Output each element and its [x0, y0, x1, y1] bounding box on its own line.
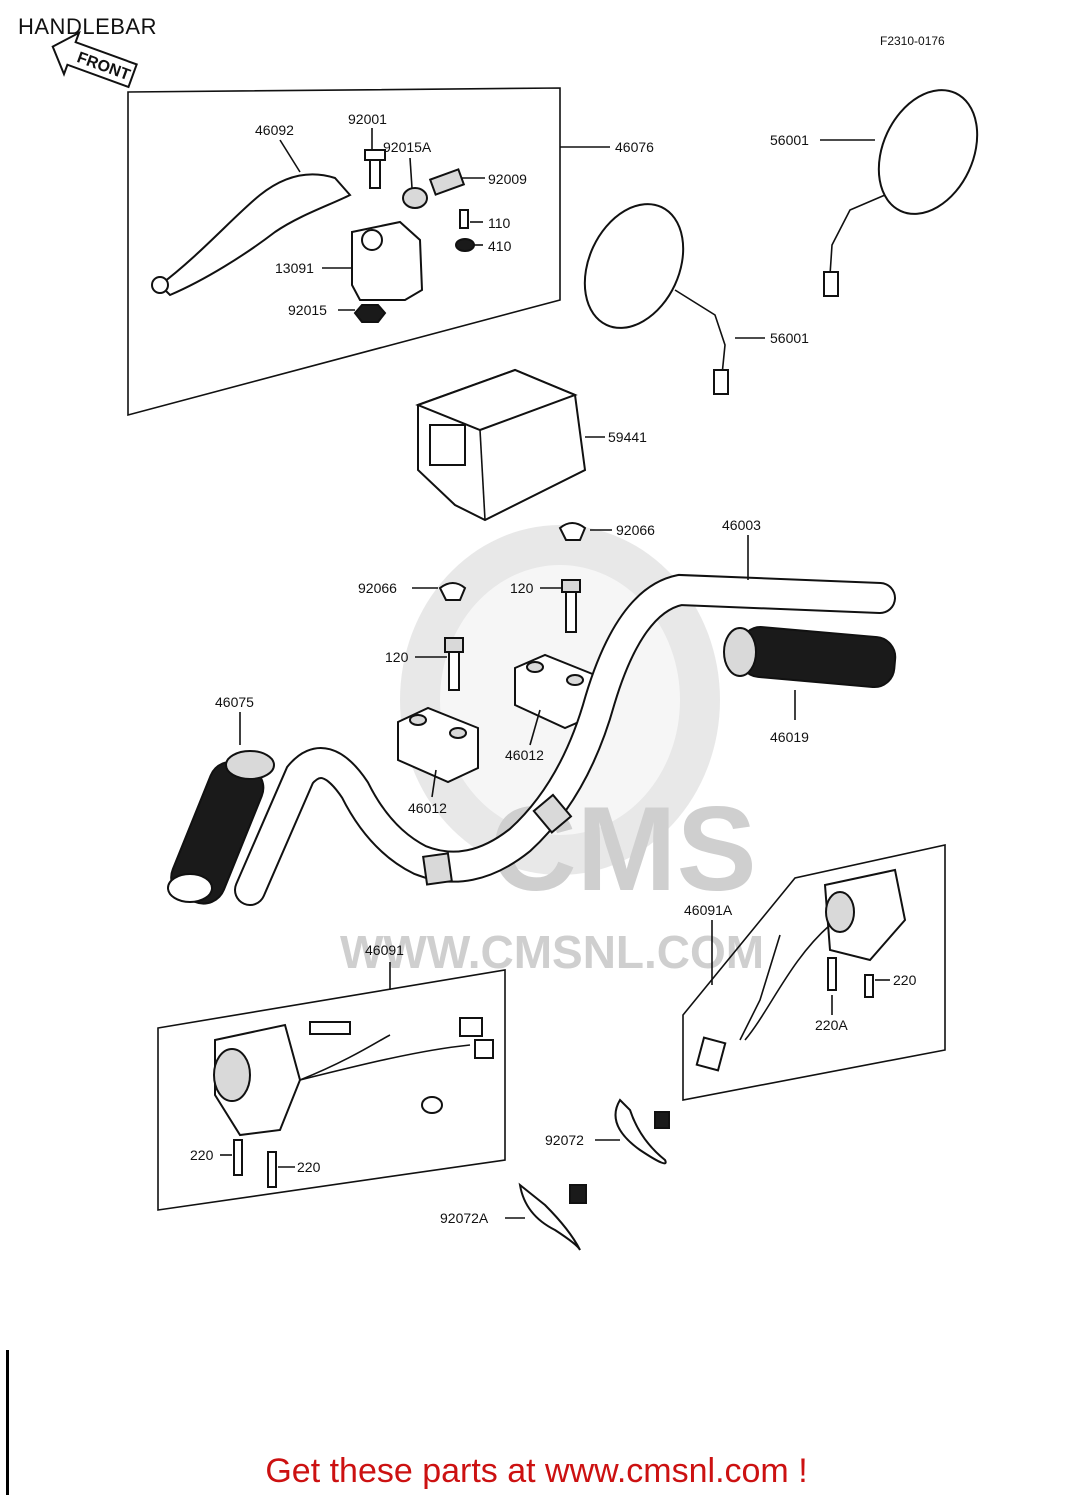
- part-label-220-left-b: 220: [297, 1159, 321, 1175]
- cap-92066-b-icon: [438, 582, 467, 601]
- left-switch-46091-icon: [213, 1017, 494, 1137]
- leader-46012-b: [431, 769, 437, 798]
- screw-220A-icon: [827, 957, 837, 991]
- bolt-120-b-icon: [448, 649, 460, 691]
- part-label-46091: 46091: [365, 942, 404, 958]
- right-switch-group-panel: [682, 844, 946, 1101]
- clamp-46012-lower-icon: [397, 706, 479, 784]
- mirror-left-icon: [583, 203, 729, 395]
- diagram-canvas: CMS WWW.CMSNL.COM FRONT: [51, 30, 979, 1251]
- drawing-code: F2310-0176: [880, 34, 945, 48]
- part-label-46092: 46092: [255, 122, 294, 138]
- leader-lines-upper: [279, 128, 610, 311]
- part-labels: 46092 92001 92015A 92009 46076 110 410 1…: [190, 111, 917, 1226]
- part-label-92009: 92009: [488, 171, 527, 187]
- clamp-46012-upper-icon: [514, 653, 596, 730]
- part-label-220-left-a: 220: [190, 1147, 214, 1163]
- part-label-46076: 46076: [615, 139, 654, 155]
- nut-92015-icon: [353, 304, 387, 323]
- washer-92015A-icon: [402, 187, 428, 209]
- part-label-410: 410: [488, 238, 512, 254]
- adjuster-92009-icon: [428, 168, 466, 196]
- lever-group-panel: [127, 87, 561, 417]
- cable-band-92072A-icon: [518, 1182, 581, 1251]
- part-label-120-a: 120: [510, 580, 534, 596]
- part-label-46091A: 46091A: [684, 902, 733, 918]
- cable-band-92072-icon: [614, 1098, 667, 1165]
- part-label-92066-b: 92066: [358, 580, 397, 596]
- handlebar-cover-59441-icon: [415, 368, 587, 522]
- grip-46019-icon: [723, 626, 897, 689]
- knurl-right-icon: [532, 793, 573, 834]
- part-label-120-b: 120: [385, 649, 409, 665]
- part-label-46075: 46075: [215, 694, 254, 710]
- part-label-46012-b: 46012: [408, 800, 447, 816]
- bolt-head-120-a-icon: [561, 579, 581, 593]
- part-label-92015: 92015: [288, 302, 327, 318]
- mirror-right-icon: [823, 89, 979, 297]
- part-label-46019: 46019: [770, 729, 809, 745]
- front-arrow-icon: FRONT: [51, 30, 138, 89]
- band-clip-92072-icon: [654, 1111, 670, 1129]
- clutch-lever-icon: [158, 173, 352, 297]
- part-label-220A: 220A: [815, 1017, 848, 1033]
- lever-end-icon: [151, 276, 169, 294]
- part-label-46012-a: 46012: [505, 747, 544, 763]
- grip-46075-icon: [167, 750, 275, 905]
- lever-bracket-icon: [351, 220, 424, 301]
- bolt-92001-icon: [369, 157, 381, 189]
- part-label-56001-bottom: 56001: [770, 330, 809, 346]
- part-label-110: 110: [488, 215, 511, 231]
- bolt-head-120-b-icon: [444, 637, 464, 653]
- bolt-head-92001-icon: [364, 149, 386, 161]
- diagram-title: HANDLEBAR: [18, 14, 157, 39]
- screw-220-left-b-icon: [267, 1151, 277, 1188]
- part-label-13091: 13091: [275, 260, 314, 276]
- footer-link[interactable]: Get these parts at www.cmsnl.com !: [265, 1452, 808, 1490]
- part-label-59441: 59441: [608, 429, 647, 445]
- right-switch-46091A-icon: [695, 868, 907, 1072]
- left-switch-group-panel: [157, 969, 506, 1211]
- bracket-hole-icon: [361, 229, 383, 251]
- part-label-92072A: 92072A: [440, 1210, 489, 1226]
- part-label-220-right: 220: [893, 972, 917, 988]
- screw-110-icon: [459, 209, 469, 229]
- left-edge-bar: [6, 1350, 9, 1495]
- bolt-120-a-icon: [565, 589, 577, 633]
- part-label-92015A: 92015A: [383, 139, 432, 155]
- watermark-url: WWW.CMSNL.COM: [340, 926, 764, 978]
- leader-46012-a: [529, 709, 541, 746]
- nut-410-icon: [455, 238, 475, 252]
- part-label-46003: 46003: [722, 517, 761, 533]
- part-label-56001-top: 56001: [770, 132, 809, 148]
- knurl-left-icon: [422, 852, 453, 886]
- part-label-92001: 92001: [348, 111, 387, 127]
- cap-92066-a-icon: [558, 522, 587, 541]
- screw-220-right-icon: [864, 974, 874, 998]
- screw-220-left-a-icon: [233, 1139, 243, 1176]
- band-clip-92072A-icon: [569, 1184, 587, 1204]
- part-label-92066-a: 92066: [616, 522, 655, 538]
- part-label-92072: 92072: [545, 1132, 584, 1148]
